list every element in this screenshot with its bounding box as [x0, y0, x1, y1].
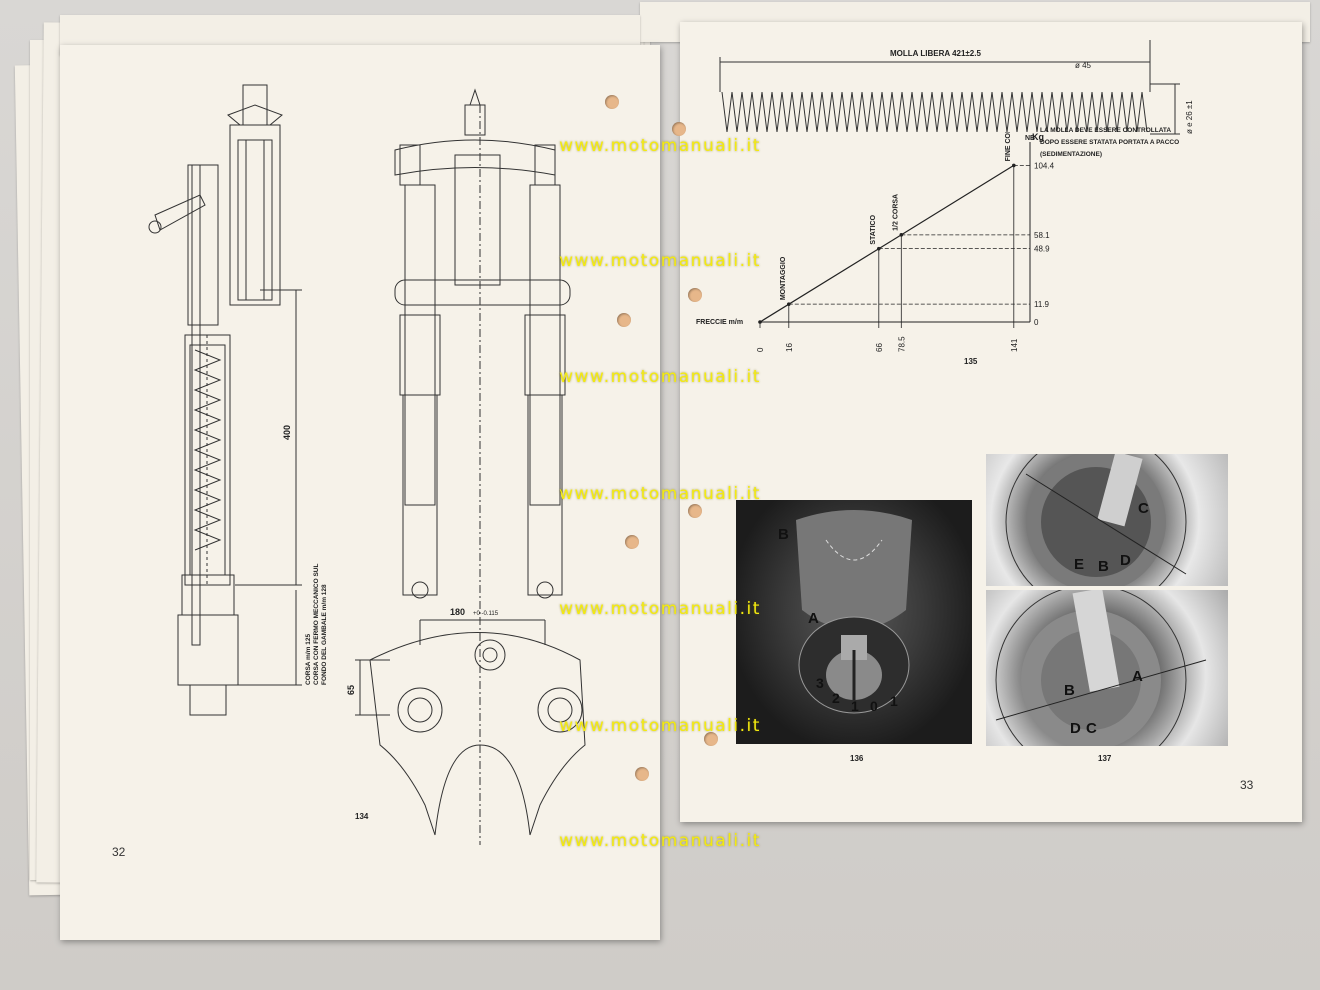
watermark: www.motomanuali.it: [559, 136, 761, 156]
chart-x-tick-label: 16: [785, 343, 794, 352]
label-137-A2: A: [1132, 668, 1143, 685]
fork-technical-drawing: 400 CORSA m/m 125 CORSA CON FERMO MECCAN…: [148, 84, 586, 845]
label-137-D2: D: [1070, 720, 1081, 737]
dim-stroke-1: CORSA m/m 125: [305, 634, 312, 685]
chart-annotation: MONTAGGIO: [780, 256, 787, 300]
spring-outer-dia: ø e 26 ±1: [1185, 100, 1194, 134]
spring-wire-dia: ø 45: [1075, 61, 1092, 70]
chart-y-tick-label: 11.9: [1034, 300, 1050, 309]
chart-y-label: Kg: [1032, 132, 1044, 142]
right-page: MOLLA LIBERA 421±2.5 ø 45 ø e 26 ±1 NB L…: [672, 22, 1302, 822]
chart-x-tick-label: 78.5: [897, 336, 906, 352]
binder-hole: [688, 504, 702, 518]
label-136-1b: 1: [890, 693, 898, 709]
dim-stroke-2: CORSA CON FERMO MECCANICO SUL: [313, 564, 320, 685]
dim-400: 400: [282, 425, 292, 440]
label-136-2: 2: [832, 690, 840, 706]
label-137-C2: C: [1086, 720, 1097, 737]
label-136-B: B: [778, 526, 789, 543]
watermark: www.motomanuali.it: [559, 367, 761, 387]
chart-y-tick-label: 58.1: [1034, 231, 1050, 240]
label-136-1: 1: [851, 698, 859, 714]
spring-drawing: MOLLA LIBERA 421±2.5 ø 45 ø e 26 ±1 NB L…: [719, 40, 1194, 158]
chart-point: [787, 302, 791, 306]
dim-65: 65: [346, 685, 356, 695]
chart-x-label: FRECCIE m/m: [696, 319, 743, 326]
watermark: www.motomanuali.it: [559, 484, 761, 504]
chart-y-tick-label: 48.9: [1034, 245, 1050, 254]
figure-136-caption: 136: [850, 754, 864, 763]
spring-free-length: MOLLA LIBERA 421±2.5: [890, 49, 981, 58]
chart-point: [1012, 163, 1016, 168]
photo-136-fuel-tap: B A 3 2 1 0 1: [736, 500, 972, 744]
label-137-C: C: [1138, 500, 1149, 517]
label-136-3: 3: [816, 675, 824, 691]
label-137-D: D: [1120, 552, 1131, 569]
chart-x-tick-label: 141: [1010, 338, 1019, 352]
binder-hole: [672, 122, 686, 136]
dim-180-tol: +0 -0.115: [473, 611, 499, 617]
chart-point: [877, 246, 881, 251]
binder-hole: [625, 535, 639, 549]
figure-137-caption: 137: [1098, 754, 1112, 763]
photo-137-bottom-detail: [995, 590, 1207, 746]
photo-137-brake-top: C E B D: [986, 454, 1228, 586]
figure-135-caption: 135: [964, 357, 978, 366]
left-page: 400 CORSA m/m 125 CORSA CON FERMO MECCAN…: [60, 45, 660, 940]
chart-y-tick-label: 0: [1034, 318, 1039, 327]
binder-hole: [605, 95, 619, 109]
watermark: www.motomanuali.it: [559, 599, 761, 619]
chart-x-tick-label: 66: [875, 343, 884, 352]
note-line-2: DOPO ESSERE STATATA PORTATA A PACCO: [1040, 139, 1179, 146]
dim-180: 180: [450, 607, 465, 617]
note-line-1: LA MOLLA DEVE ESSERE CONTROLLATA: [1040, 127, 1171, 134]
label-137-B2: B: [1064, 682, 1075, 699]
chart-x-tick-label: 0: [756, 347, 765, 352]
left-page-number: 32: [112, 845, 126, 859]
right-page-number: 33: [1240, 778, 1254, 792]
binder-hole: [617, 313, 631, 327]
photo-137-brake-bottom: A B D C: [986, 590, 1228, 746]
chart-point: [899, 233, 904, 237]
label-137-E: E: [1074, 556, 1085, 573]
note-marker: NB: [1025, 135, 1035, 142]
binder-hole: [704, 732, 718, 746]
chart-annotation: FINE CORSA: [1005, 132, 1012, 161]
watermark: www.motomanuali.it: [559, 716, 761, 736]
watermark: www.motomanuali.it: [559, 831, 761, 851]
binder-hole: [635, 767, 649, 781]
chart-annotation: 1/2 CORSA: [892, 194, 899, 231]
dim-stroke-3: FONDO DEL GAMBALE m/m 128: [321, 584, 328, 685]
chart-y-tick-label: 104.4: [1034, 161, 1055, 170]
binder-hole: [688, 288, 702, 302]
watermark: www.motomanuali.it: [559, 251, 761, 271]
chart-point: [758, 320, 762, 324]
figure-134-caption: 134: [355, 812, 369, 821]
note-line-3: (SEDIMENTAZIONE): [1040, 151, 1102, 158]
chart-series-line: [759, 164, 1015, 323]
label-136-0: 0: [870, 698, 878, 714]
photo-136-detail: [796, 510, 912, 714]
chart-annotation: STATICO: [870, 214, 877, 244]
photo-137-top-detail: [1005, 454, 1187, 586]
label-137-B: B: [1098, 558, 1109, 575]
label-136-A: A: [808, 610, 819, 627]
